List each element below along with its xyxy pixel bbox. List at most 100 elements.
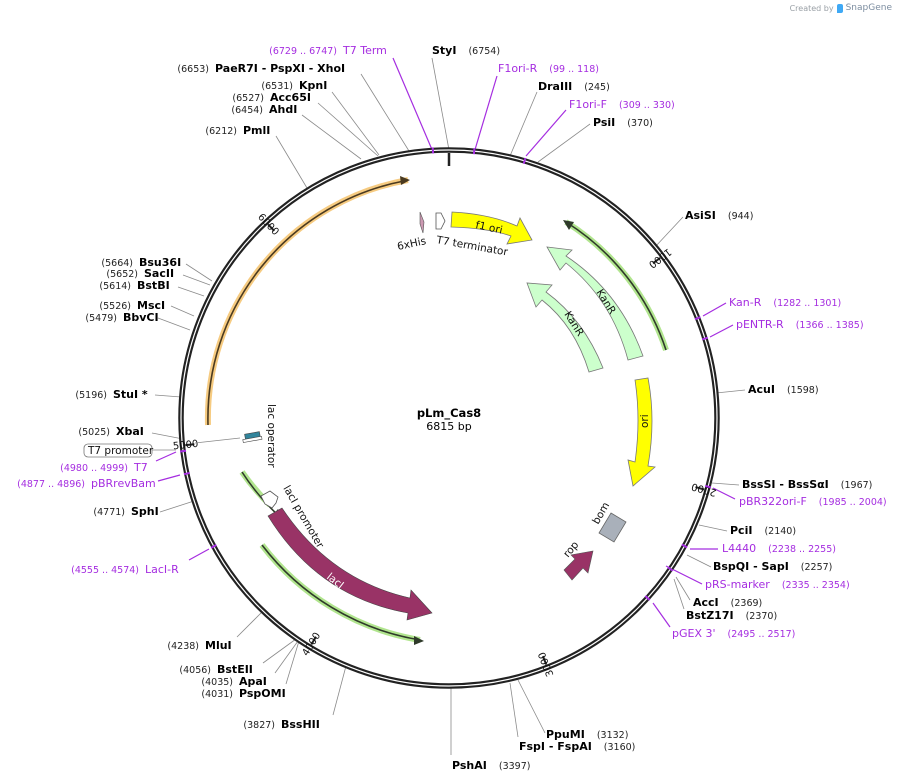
restriction-site[interactable]: FspI - FspAI (3160) [519, 740, 635, 753]
site-position: (3827) [243, 720, 275, 731]
restriction-site[interactable]: BssSI - BssSαI(1967) [742, 478, 872, 491]
site-position: (3132) [597, 730, 629, 741]
primer-mark [210, 544, 217, 549]
site-name: PspOMI [239, 687, 286, 700]
primer-binding-site[interactable]: pENTR-R(1366 .. 1385) [736, 318, 864, 331]
restriction-site[interactable]: (5479)BbvCI [85, 311, 158, 324]
primer-binding-site[interactable]: L4440 (2238 .. 2255) [722, 542, 836, 555]
restriction-site[interactable]: BspQI - SapI(2257) [713, 560, 832, 573]
site-position: (2257) [801, 562, 833, 573]
feature-bom[interactable]: bom [590, 500, 627, 543]
restriction-site[interactable]: (6454)AhdI [231, 103, 297, 116]
site-position: (4035) [201, 677, 233, 688]
site-position: (370) [627, 118, 653, 129]
restriction-site[interactable]: AcuI(1598) [748, 383, 819, 396]
restriction-site[interactable]: (4771)SphI [93, 505, 158, 518]
feature-kanr-inner[interactable]: KanR [526, 282, 604, 373]
orf-orange-line [207, 180, 405, 426]
primer-name: F1ori-F [569, 98, 607, 111]
feature-rop[interactable]: rop [561, 539, 594, 581]
restriction-site[interactable]: (6527)Acc65I [232, 91, 311, 104]
primer-name: pBRrevBam [91, 477, 156, 490]
restriction-site[interactable]: PpuMI(3132) [546, 728, 628, 741]
restriction-site[interactable]: (3827)BssHII [243, 718, 319, 731]
primer-binding-site[interactable]: F1ori-F(309 .. 330) [569, 98, 675, 111]
plasmid-length: 6815 bp [426, 420, 471, 433]
plasmid-title: pLm_Cas8 6815 bp [417, 406, 481, 433]
site-position: (245) [584, 82, 610, 93]
site-position: (2370) [746, 611, 778, 622]
feature-f1-ori[interactable]: f1 ori [450, 211, 533, 245]
primer-binding-site[interactable]: Kan-R(1282 .. 1301) [729, 296, 841, 309]
restriction-site[interactable]: AccI(2369) [693, 596, 762, 609]
restriction-site[interactable]: StyI(6754) [432, 44, 500, 57]
restriction-site[interactable]: (5614)BstBI [99, 279, 169, 292]
primer-binding-site[interactable]: (4980 .. 4999)T7 [60, 461, 148, 474]
site-position: (4238) [167, 641, 199, 652]
site-name: XbaI [116, 425, 144, 438]
feature-kanr-outer[interactable]: KanR [546, 246, 644, 361]
primer-binding-site[interactable]: (4555 .. 4574)LacI-R [71, 563, 179, 576]
plasmid-name: pLm_Cas8 [417, 406, 481, 421]
site-name: BstZ17I [686, 609, 734, 622]
primer-name: pBR322ori-F [739, 495, 807, 508]
primer-binding-site[interactable]: F1ori-R(99 .. 118) [498, 62, 599, 75]
restriction-site[interactable]: (5664)Bsu36I [101, 256, 181, 269]
site-position: (6212) [205, 126, 237, 137]
primer-position: (2495 .. 2517) [728, 629, 796, 640]
feature-6xhis[interactable]: 6xHis [396, 211, 427, 253]
primer-binding-site[interactable]: pBR322ori-F (1985 .. 2004) [739, 495, 887, 508]
restriction-site[interactable]: (6212) PmlI [205, 124, 270, 137]
primer-name: LacI-R [145, 563, 179, 576]
primer-binding-site[interactable]: (4877 .. 4896)pBRrevBam [17, 477, 156, 490]
restriction-site[interactable]: (6531)KpnI [261, 79, 327, 92]
restriction-site[interactable]: PshAI(3397) [452, 759, 530, 772]
site-position: (4031) [201, 689, 233, 700]
site-position: (1598) [787, 385, 819, 396]
restriction-site[interactable]: PsiI(370) [593, 116, 653, 129]
restriction-site[interactable]: (5526)MscI [99, 299, 165, 312]
site-name: FspI - FspAI [519, 740, 592, 753]
site-name: PmlI [243, 124, 270, 137]
primer-position: (1985 .. 2004) [819, 497, 887, 508]
restriction-site[interactable]: (5196)StuI * [75, 388, 148, 401]
restriction-site[interactable]: BstZ17I (2370) [686, 609, 777, 622]
credit-prefix: Created by [789, 3, 834, 13]
restriction-site[interactable]: (6653)PaeR7I - PspXI - XhoI [177, 62, 345, 75]
t7-promoter-callout[interactable]: T7 promoter [83, 443, 176, 458]
primer-binding-site[interactable]: (6729 .. 6747)T7 Term [269, 44, 387, 57]
feature-label: f1 ori [474, 219, 503, 236]
primer-name: L4440 [722, 542, 756, 555]
restriction-site[interactable]: (4035)ApaI [201, 675, 267, 688]
restriction-site[interactable]: (5652)SacII [106, 267, 174, 280]
site-position: (5025) [78, 427, 110, 438]
primer-mark [681, 543, 688, 549]
restriction-site[interactable]: (4056)BstEII [179, 663, 252, 676]
restriction-site[interactable]: DraIII (245) [538, 80, 610, 93]
feature-lac-operator[interactable]: lac operator [194, 404, 277, 468]
site-position: (6454) [231, 105, 263, 116]
site-name: AccI [693, 596, 719, 609]
site-name: DraIII [538, 80, 572, 93]
restriction-site[interactable]: (4031) PspOMI [201, 687, 285, 700]
feature-ori[interactable]: ori [627, 377, 656, 487]
site-position: (3160) [604, 742, 636, 753]
primer-position: (2238 .. 2255) [768, 544, 836, 555]
snapgene-credit: Created by SnapGene [790, 3, 892, 13]
site-position: (5479) [85, 313, 117, 324]
feature-laci[interactable]: lacI [267, 507, 433, 621]
tick-mark [310, 636, 317, 645]
primer-name: T7 [133, 461, 148, 474]
primer-binding-site[interactable]: pRS-marker(2335 .. 2354) [705, 578, 850, 591]
feature-label: lac operator [265, 404, 277, 468]
site-position: (5196) [75, 390, 107, 401]
restriction-site[interactable]: AsiSI(944) [685, 209, 753, 222]
restriction-site[interactable]: (5025) XbaI [78, 425, 143, 438]
restriction-site[interactable]: (4238)MluI [167, 639, 231, 652]
primer-mark [644, 595, 651, 601]
orf-arcs [204, 176, 669, 645]
primer-position: (6729 .. 6747) [269, 46, 337, 57]
primer-binding-site[interactable]: pGEX 3'(2495 .. 2517) [672, 627, 795, 640]
primer-position: (1282 .. 1301) [773, 298, 841, 309]
restriction-site[interactable]: PciI(2140) [730, 524, 796, 537]
